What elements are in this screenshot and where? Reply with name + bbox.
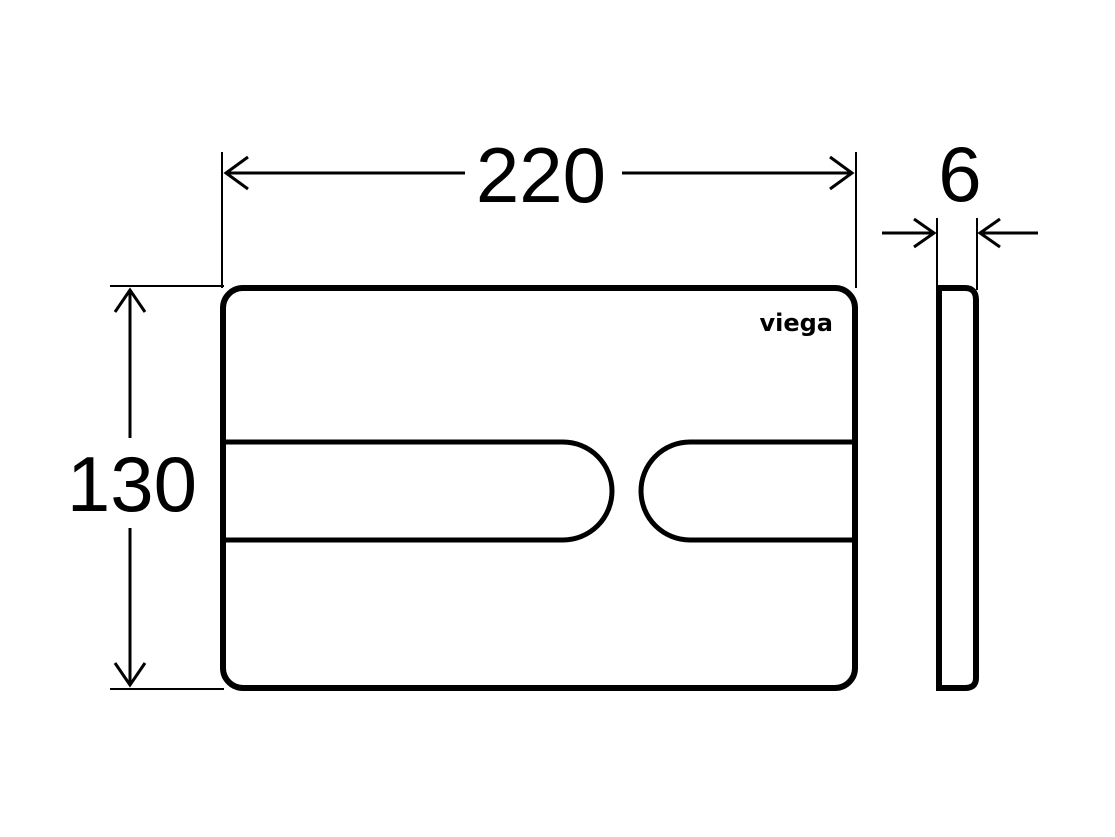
width-arrow-left bbox=[223, 155, 249, 191]
width-label: 220 bbox=[476, 131, 606, 219]
height-dimension: 130 bbox=[67, 285, 224, 690]
brand-logo: viega bbox=[759, 309, 833, 337]
depth-label: 6 bbox=[938, 130, 981, 218]
height-arrow-bottom bbox=[113, 662, 147, 688]
plate-outline bbox=[220, 285, 858, 691]
side-profile-outline bbox=[936, 285, 979, 691]
width-arrow-right bbox=[829, 155, 855, 191]
left-flush-button[interactable] bbox=[226, 439, 615, 543]
front-view: viega bbox=[220, 285, 858, 691]
depth-arrow-left bbox=[913, 217, 937, 249]
width-dimension: 220 bbox=[221, 131, 857, 288]
side-view bbox=[936, 285, 979, 691]
height-arrow-top bbox=[113, 287, 147, 313]
depth-arrow-right bbox=[977, 217, 1001, 249]
right-flush-button[interactable] bbox=[638, 439, 853, 543]
height-label: 130 bbox=[67, 440, 197, 528]
depth-dimension: 6 bbox=[882, 130, 1038, 290]
